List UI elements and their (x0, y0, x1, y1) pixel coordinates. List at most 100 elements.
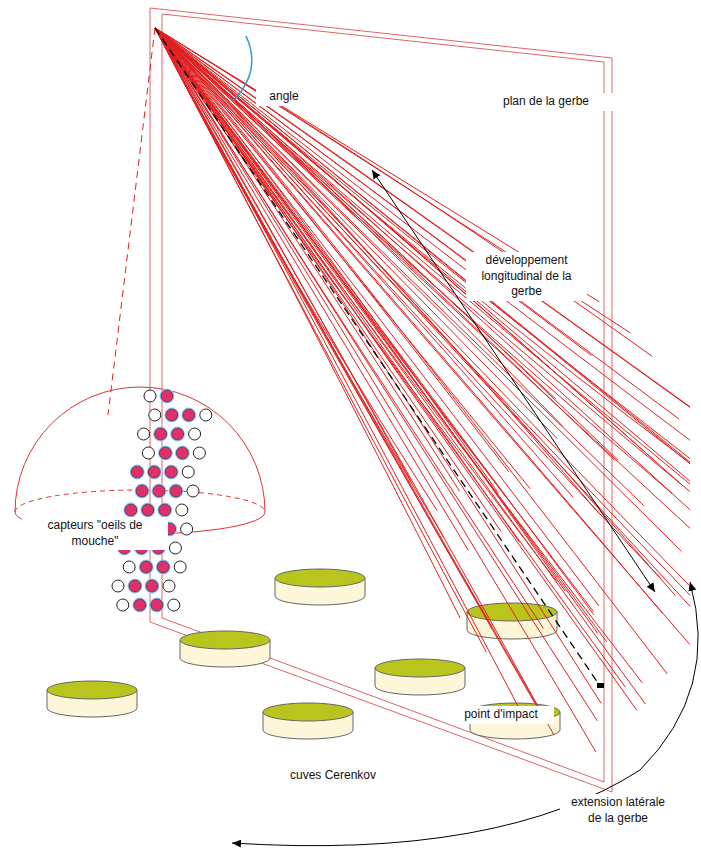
tank-top (263, 703, 353, 721)
shower-particles (108, 28, 690, 752)
eye-sensor (163, 580, 175, 592)
eye-halo (128, 579, 143, 594)
angle-arc (234, 36, 252, 100)
fly-eye-dome (15, 387, 265, 613)
particle-track (155, 28, 596, 752)
particle-track (155, 28, 690, 440)
eye-halo (147, 465, 162, 480)
particle-track (155, 28, 599, 302)
eye-sensor (169, 542, 181, 554)
particle-track (155, 28, 667, 674)
particle-track (155, 28, 645, 704)
eye-sensor (144, 390, 156, 402)
eye-lit (146, 580, 158, 592)
eye-lit (134, 599, 146, 611)
eye-lit (129, 580, 141, 592)
eye-halo (140, 503, 155, 518)
particle-track (155, 28, 592, 356)
particle-track (155, 28, 541, 713)
particle-track (155, 28, 520, 542)
eye-lit (125, 504, 137, 516)
particle-track (155, 28, 690, 606)
eye-sensor (189, 428, 201, 440)
eye-halo (145, 579, 160, 594)
eye-sensor (193, 447, 205, 459)
eye-lit (172, 428, 184, 440)
particle-track (155, 28, 411, 481)
eye-lit (176, 447, 188, 459)
tank-top (375, 659, 465, 677)
tank-top (47, 681, 137, 699)
eye-halo (170, 427, 185, 442)
eye-halo (175, 446, 190, 461)
label: plan de la gerbe (478, 93, 614, 111)
eye-lit (151, 599, 163, 611)
lateral-arrow (232, 582, 698, 846)
label: angle (256, 88, 312, 106)
particle-track (155, 28, 642, 683)
eye-halo (123, 503, 138, 518)
eye-lit (153, 485, 165, 497)
particle-track (155, 28, 618, 460)
particle-track (155, 28, 631, 333)
eye-sensor (181, 523, 193, 535)
particle-track (155, 28, 690, 407)
particle-track (155, 28, 565, 591)
tank-top (467, 603, 557, 621)
eye-sensor (187, 485, 199, 497)
particle-track (155, 28, 525, 720)
eye-lit (131, 466, 143, 478)
particle-track (155, 28, 679, 419)
particle-track (155, 28, 652, 356)
eye-halo (181, 408, 196, 423)
particle-track (155, 28, 492, 628)
particle-track (155, 28, 690, 528)
particle-track (155, 28, 690, 481)
particle-track (155, 28, 599, 606)
shower-plane (150, 8, 612, 792)
particle-track (155, 28, 644, 506)
particle-track (155, 28, 460, 491)
label: extension latérale de la gerbe (560, 794, 676, 827)
view-line (108, 28, 155, 415)
eye-halo (132, 598, 147, 613)
eye-lit (161, 390, 173, 402)
eye-halo (152, 484, 167, 499)
eye-halo (169, 484, 184, 499)
eye-lit (166, 409, 178, 421)
eye-lit (170, 485, 182, 497)
eye-lit (148, 466, 160, 478)
eye-lit (165, 466, 177, 478)
label: cuves Cerenkov (270, 767, 396, 785)
particle-track (155, 28, 690, 484)
eye-lit (136, 485, 148, 497)
particle-track (155, 28, 593, 612)
particle-track (155, 28, 690, 586)
particle-track (155, 28, 544, 629)
particle-track (155, 28, 460, 618)
cerenkov-tanks (47, 569, 560, 739)
dome-outline (15, 387, 265, 512)
particle-track (155, 28, 682, 551)
eye-sensor (123, 561, 135, 573)
particle-track (155, 28, 554, 735)
particle-track (155, 28, 594, 615)
particle-track (155, 28, 597, 721)
eye-halo (157, 503, 172, 518)
eye-halo (149, 598, 164, 613)
eye-sensor (117, 599, 129, 611)
particle-track (155, 28, 468, 551)
particle-track (155, 28, 444, 538)
eye-halo (158, 446, 173, 461)
eye-halo (139, 560, 154, 575)
eye-sensor (112, 580, 124, 592)
eye-halo (130, 465, 145, 480)
label: capteurs "oeils de mouche" (22, 517, 168, 550)
eye-lit (157, 561, 169, 573)
eye-sensor (168, 599, 180, 611)
eye-sensor (182, 466, 194, 478)
eye-halo (156, 560, 171, 575)
eye-lit (183, 409, 195, 421)
eye-lit (140, 561, 152, 573)
